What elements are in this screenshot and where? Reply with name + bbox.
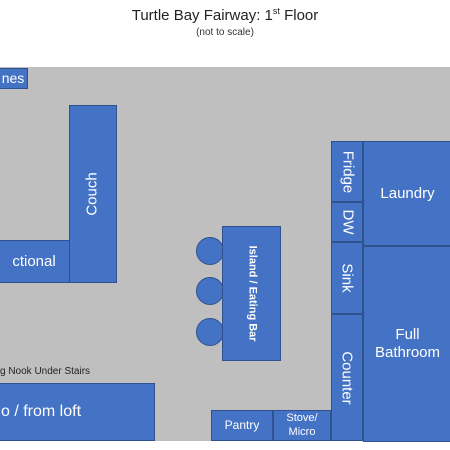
couch-block: Couch — [69, 105, 117, 283]
games-label: nes — [1, 70, 25, 87]
bar-stool — [196, 277, 224, 305]
dishwasher-block: DW — [331, 202, 363, 242]
sink-label: Sink — [339, 263, 356, 293]
counter-label: Counter — [339, 350, 356, 405]
couch-label: Couch — [83, 172, 101, 216]
fridge-block: Fridge — [331, 141, 363, 202]
games-block: nes — [0, 68, 28, 89]
laundry-label: Laundry — [380, 184, 435, 202]
counter-block: Counter — [331, 314, 363, 441]
pantry-label: Pantry — [224, 418, 260, 433]
laundry-block: Laundry — [363, 141, 450, 246]
sectional-label: ctional — [12, 252, 56, 270]
fridge-label: Fridge — [339, 150, 356, 193]
sink-block: Sink — [331, 242, 363, 314]
dw-label: DW — [339, 209, 356, 235]
bathroom-label: Full Bathroom — [374, 326, 441, 361]
diagram-title: Turtle Bay Fairway: 1st Floor — [131, 6, 319, 24]
island-label: Island / Eating Bar — [246, 245, 259, 342]
pantry-block: Pantry — [211, 410, 273, 441]
island-block: Island / Eating Bar — [222, 226, 281, 361]
diagram-subtitle: (not to scale) — [196, 27, 254, 38]
loft-label: o / from loft — [1, 403, 82, 421]
nook-label: g Nook Under Stairs — [0, 366, 91, 377]
stove-label: Stove/ Micro — [286, 412, 318, 438]
sectional-block: ctional — [0, 240, 70, 283]
bathroom-block: Full Bathroom — [363, 246, 450, 442]
bar-stool — [196, 237, 224, 265]
loft-block: o / from loft — [0, 383, 155, 441]
bar-stool — [196, 318, 224, 346]
stove-block: Stove/ Micro — [273, 410, 331, 441]
